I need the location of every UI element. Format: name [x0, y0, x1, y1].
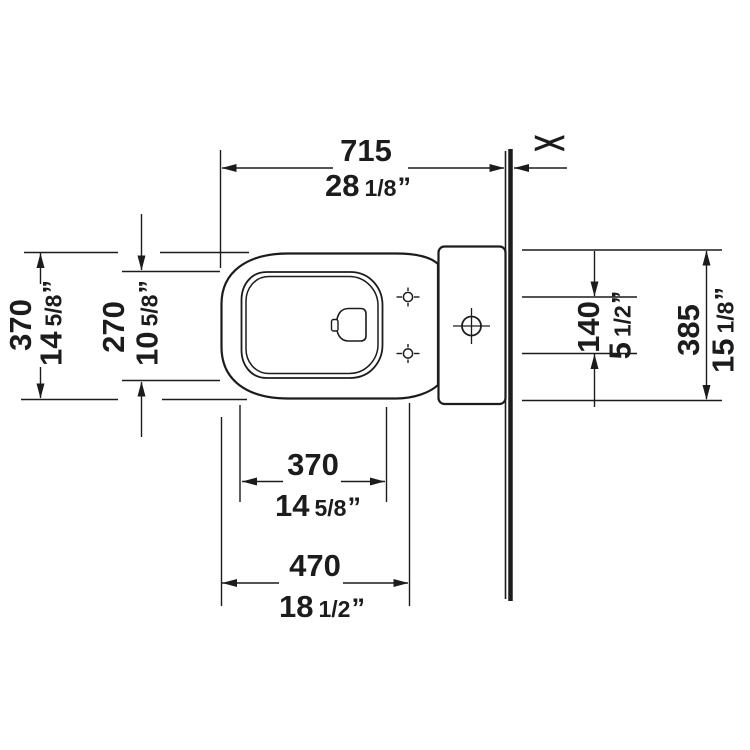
dimension-bowl-width: 370 145/8” [3, 251, 249, 401]
dim-tank-width-mm: 385 [671, 304, 706, 356]
dim-top-width-mm: 715 [340, 133, 392, 168]
dim-tank-width-inch: 151/8” [706, 287, 741, 373]
dim-bowl-length-mm: 470 [289, 548, 341, 583]
dim-hinge-spacing-mm: 140 [571, 301, 606, 353]
dimension-seat-opening-width: 270 105/8” [96, 214, 220, 437]
seat-ring-inner [245, 275, 379, 375]
dim-seat-opening-width-mm: 270 [96, 301, 131, 353]
right-extension-lines [522, 249, 722, 402]
dim-hinge-spacing-inch: 51/2” [603, 291, 638, 360]
flush-valve-detail [335, 307, 367, 342]
toilet-top-view [220, 245, 507, 406]
flush-valve-tab [330, 318, 339, 332]
tank-center-mark [453, 308, 490, 344]
dim-bowl-width-inch: 145/8” [34, 280, 69, 366]
dim-seat-opening-width-inch: 105/8” [130, 280, 165, 366]
dim-seat-opening-length-mm: 370 [287, 447, 339, 482]
dim-bowl-width-mm: 370 [3, 299, 38, 351]
hinge-hole-mark-top [396, 287, 420, 307]
wall-break-symbol: >< [533, 127, 565, 160]
dimension-hinge-hole-spacing: 140 51/2” [571, 251, 638, 407]
hinge-hole-mark-bottom [396, 344, 420, 363]
dimension-tank-width: 385 151/8” [671, 250, 741, 400]
